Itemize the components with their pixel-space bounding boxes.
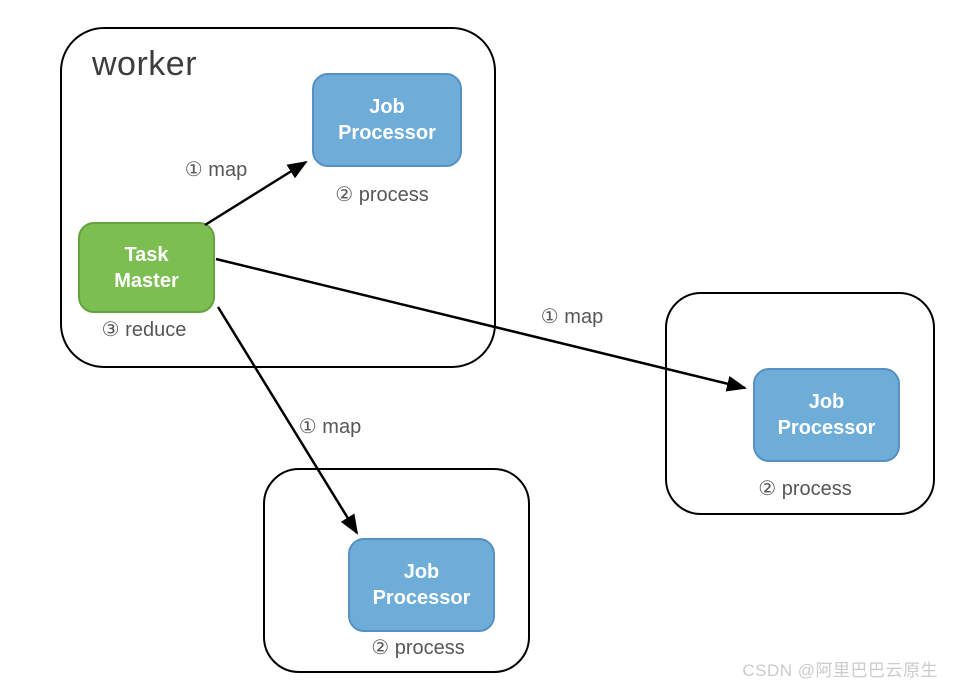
reduce-label: ③ reduce (101, 319, 187, 341)
process-label-bottom: ② process (371, 637, 465, 659)
map-label-right: ① map (540, 306, 604, 328)
job-processor-node-bottom: Job Processor (348, 538, 495, 632)
map-label-bottom: ① map (298, 416, 362, 438)
job-processor-node-right: Job Processor (753, 368, 900, 462)
process-label-main: ② process (335, 184, 429, 206)
task-master-node: Task Master (78, 222, 215, 313)
map-label-main: ① map (184, 159, 248, 181)
csdn-watermark: CSDN @阿里巴巴云原生 (742, 661, 938, 680)
process-label-right: ② process (758, 478, 852, 500)
job-processor-node-main: Job Processor (312, 73, 462, 167)
worker-title: worker (92, 45, 198, 83)
